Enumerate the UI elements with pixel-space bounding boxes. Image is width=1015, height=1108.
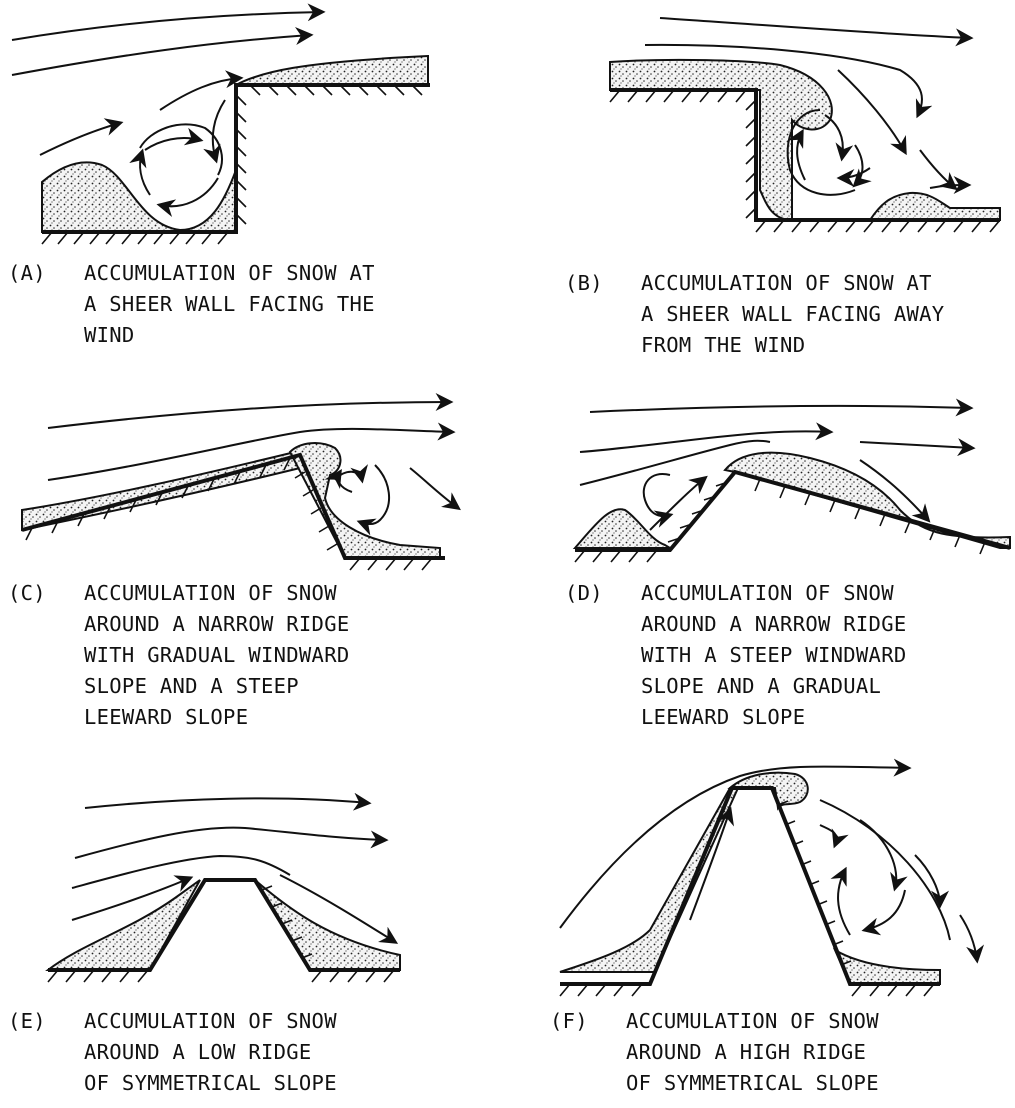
caption-line: FROM THE WIND	[641, 330, 944, 361]
snow-cornice-c	[290, 443, 440, 558]
wind-flow-f	[560, 766, 977, 960]
caption-line: SLOPE AND A GRADUAL	[641, 671, 906, 702]
caption-line: ACCUMULATION OF SNOW	[84, 1006, 337, 1037]
caption-line: LEEWARD SLOPE	[641, 702, 906, 733]
caption-line: AROUND A HIGH RIDGE	[626, 1037, 879, 1068]
diagram-e	[0, 770, 500, 990]
diagram-a	[0, 0, 500, 250]
diagram-f	[520, 740, 1015, 1010]
caption-line: AROUND A NARROW RIDGE	[641, 609, 906, 640]
caption-label: (B)	[565, 268, 603, 299]
caption-label: (E)	[8, 1006, 46, 1037]
caption-line: SLOPE AND A STEEP	[84, 671, 349, 702]
caption-line: ACCUMULATION OF SNOW AT	[641, 268, 944, 299]
snow-cornice-a	[236, 56, 428, 85]
caption-line: LEEWARD SLOPE	[84, 702, 349, 733]
panel-d: (D) ACCUMULATION OF SNOW AROUND A NARROW…	[520, 380, 1015, 720]
snow-drift-a	[42, 162, 236, 232]
panel-c: (C) ACCUMULATION OF SNOW AROUND A NARROW…	[0, 380, 500, 720]
diagram-d	[520, 380, 1015, 580]
caption-line: ACCUMULATION OF SNOW	[84, 578, 349, 609]
caption-label: (A)	[8, 258, 46, 289]
snow-cornice-f	[730, 773, 808, 808]
caption-line: OF SYMMETRICAL SLOPE	[626, 1068, 879, 1099]
caption-label: (D)	[565, 578, 603, 609]
caption-line: OF SYMMETRICAL SLOPE	[84, 1068, 337, 1099]
caption-label: (C)	[8, 578, 46, 609]
caption-line: AROUND A NARROW RIDGE	[84, 609, 349, 640]
caption-line: ACCUMULATION OF SNOW	[641, 578, 906, 609]
panel-e: (E) ACCUMULATION OF SNOW AROUND A LOW RI…	[0, 770, 500, 1108]
panel-f: (F) ACCUMULATION OF SNOW AROUND A HIGH R…	[520, 740, 1015, 1108]
caption-line: WITH A STEEP WINDWARD	[641, 640, 906, 671]
caption-line: ACCUMULATION OF SNOW	[626, 1006, 879, 1037]
caption-line: A SHEER WALL FACING AWAY	[641, 299, 944, 330]
snow-drift-b	[870, 193, 1000, 220]
diagram-b	[520, 0, 1015, 250]
wind-flow-e	[72, 798, 395, 942]
panel-b: (B) ACCUMULATION OF SNOW AT A SHEER WALL…	[520, 0, 1015, 380]
snow-leeward-f	[835, 950, 940, 984]
caption-line: A SHEER WALL FACING THE	[84, 289, 375, 320]
caption-line: ACCUMULATION OF SNOW AT	[84, 258, 375, 289]
panel-a: (A) ACCUMULATION OF SNOW AT A SHEER WALL…	[0, 0, 500, 360]
caption-label: (F)	[550, 1006, 588, 1037]
snow-windward-f	[560, 788, 738, 972]
diagram-c	[0, 380, 500, 580]
snow-leeward-e	[255, 880, 400, 970]
snow-leeward-d	[725, 453, 1010, 548]
caption-line: WITH GRADUAL WINDWARD	[84, 640, 349, 671]
caption-line: WIND	[84, 320, 375, 351]
caption-line: AROUND A LOW RIDGE	[84, 1037, 337, 1068]
